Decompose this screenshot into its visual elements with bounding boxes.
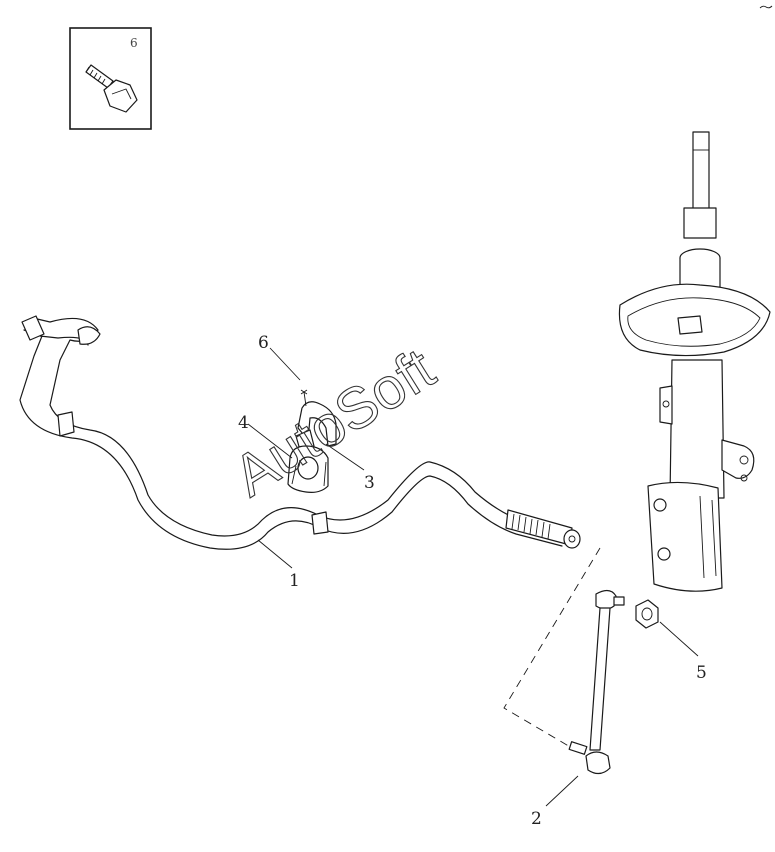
inset-detail-bolt: 6 [69, 27, 152, 130]
callout-4: 4 [238, 413, 249, 433]
inset-label: 6 [130, 36, 138, 50]
leader-2 [545, 775, 579, 807]
leader-1 [257, 539, 293, 569]
bushing-bracket [295, 389, 337, 451]
callout-2: 2 [531, 809, 542, 829]
callout-6: 6 [258, 333, 269, 353]
leader-3 [325, 443, 365, 471]
rubber-bushing [287, 445, 329, 493]
assembly-dashed-line [503, 547, 601, 749]
watermark: AutoSoft [222, 336, 445, 509]
strut-assembly [618, 131, 771, 592]
leader-4 [247, 423, 293, 459]
leader-5 [659, 621, 699, 657]
corner-mark [759, 5, 773, 9]
bolt-icon [85, 64, 138, 113]
stabilizer-bar [19, 315, 581, 550]
callout-3: 3 [364, 473, 375, 493]
stabilizer-link [568, 589, 625, 775]
callout-5: 5 [696, 663, 707, 683]
nut-icon [635, 599, 659, 629]
leader-6 [269, 347, 301, 381]
callout-1: 1 [289, 571, 300, 591]
